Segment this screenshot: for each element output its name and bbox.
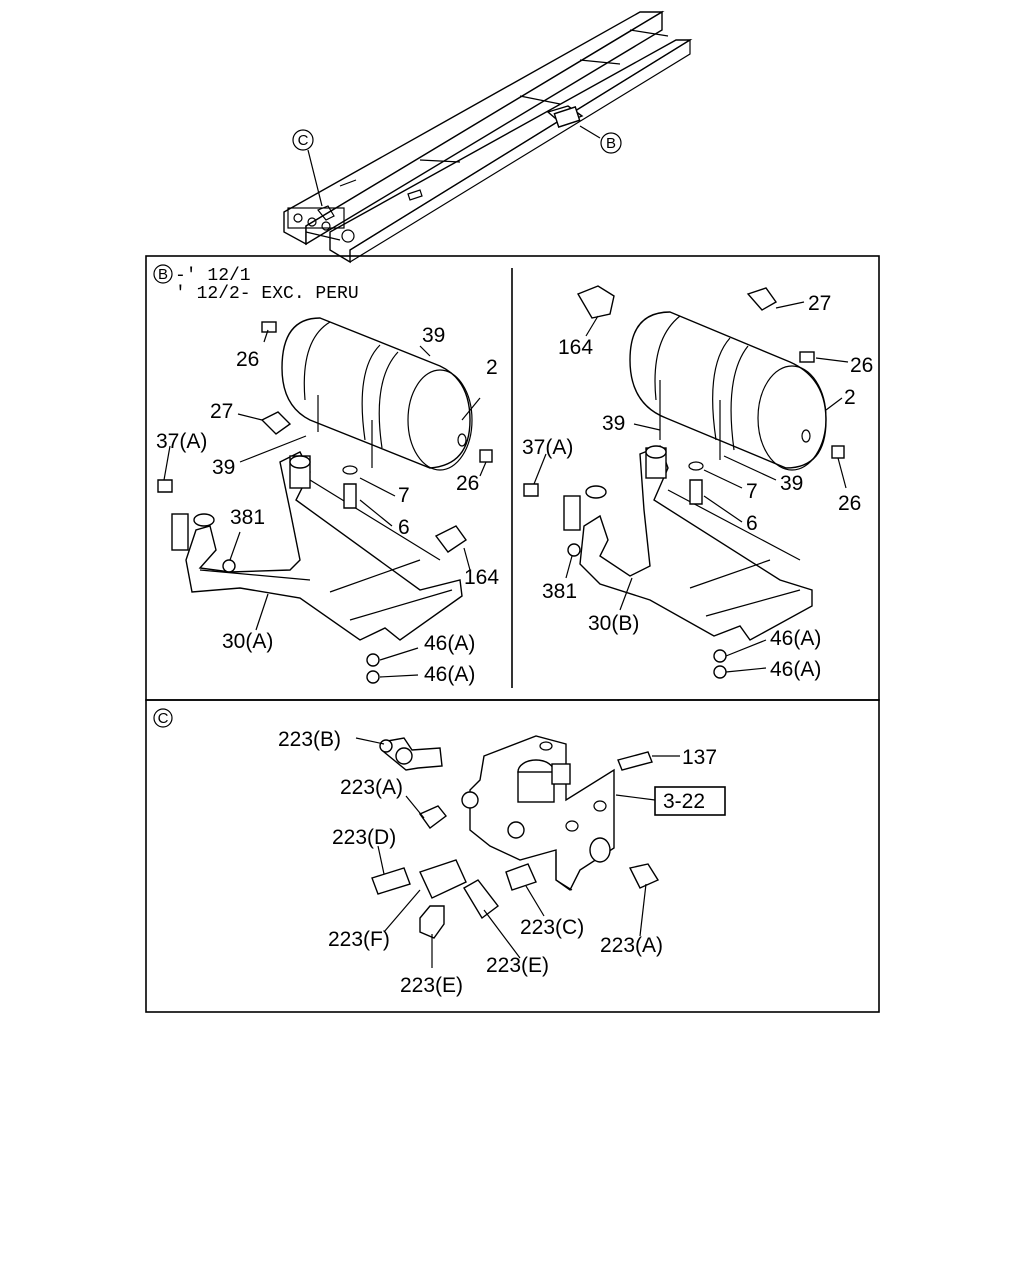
fittings-left [157,321,493,684]
label-46a-right-2: 46(A) [770,658,821,681]
svg-text:C: C [158,710,169,727]
label-26-right-lower: 26 [838,492,861,515]
label-26-left-lower: 26 [456,472,479,495]
labels-left: 26 39 2 27 37(A) 39 7 6 381 26 164 30(A)… [156,324,499,686]
panel-c-frame [145,699,880,1013]
label-26-right: 26 [850,354,873,377]
label-7-left: 7 [398,484,410,507]
label-30a: 30(A) [222,630,273,653]
svg-text:3-22: 3-22 [663,790,705,813]
callout-c-overview: C [292,129,314,151]
label-223a-upper: 223(A) [340,776,403,799]
svg-text:B: B [606,135,616,152]
label-39-right-lower: 39 [780,472,803,495]
valve-assembly [461,735,615,892]
label-6-right: 6 [746,512,758,535]
svg-text:C: C [298,132,309,149]
mounting-bracket-right [563,445,813,641]
label-2-right: 2 [844,386,856,409]
label-223d: 223(D) [332,826,396,849]
svg-text:B: B [158,266,168,283]
panel-c-header: C [153,708,173,728]
label-37a-left: 37(A) [156,430,207,453]
label-381-left: 381 [230,506,265,529]
chassis-frame-overview [283,10,693,264]
label-37a-right: 37(A) [522,436,573,459]
label-223e-right: 223(E) [486,954,549,977]
label-6-left: 6 [398,516,410,539]
label-223c: 223(C) [520,916,584,939]
panel-b-header: B -' 12/1 ' 12/2- EXC. PERU [153,264,359,304]
label-30b: 30(B) [588,612,639,635]
svg-text:-' 12/1: -' 12/1 [175,266,251,286]
label-46a-left-1: 46(A) [424,632,475,655]
leaders-panel-c [355,737,680,968]
label-46a-left-2: 46(A) [424,663,475,686]
label-223a-lower: 223(A) [600,934,663,957]
label-2-left: 2 [486,356,498,379]
ref-box-3-22: 3-22 [615,786,726,816]
label-46a-right-1: 46(A) [770,627,821,650]
label-223e-left: 223(E) [400,974,463,997]
air-tank-right [629,311,827,471]
leaders-right [533,301,849,673]
label-7-right: 7 [746,480,758,503]
label-223b: 223(B) [278,728,341,751]
label-27-left: 27 [210,400,233,423]
mounting-bracket-left [171,451,463,641]
labels-right: 164 27 26 2 39 37(A) 7 39 6 26 381 30(B)… [522,292,873,681]
svg-text:' 12/2- EXC. PERU: ' 12/2- EXC. PERU [175,284,359,304]
label-223f: 223(F) [328,928,390,951]
labels-panel-c: 223(B) 137 223(A) 223(D) 223(F) 223(C) 2… [278,728,717,997]
label-39-right: 39 [602,412,625,435]
label-39-left: 39 [422,324,445,347]
label-381-right: 381 [542,580,577,603]
label-164-right: 164 [558,336,593,359]
label-26-left: 26 [236,348,259,371]
label-164-left: 164 [464,566,499,589]
air-tank-left [281,317,473,471]
fittings-panel-c [371,737,660,939]
label-137: 137 [682,746,717,769]
leaders-left [163,329,487,678]
label-39-left-lower: 39 [212,456,235,479]
label-27-right: 27 [808,292,831,315]
callout-b-overview: B [600,132,622,154]
